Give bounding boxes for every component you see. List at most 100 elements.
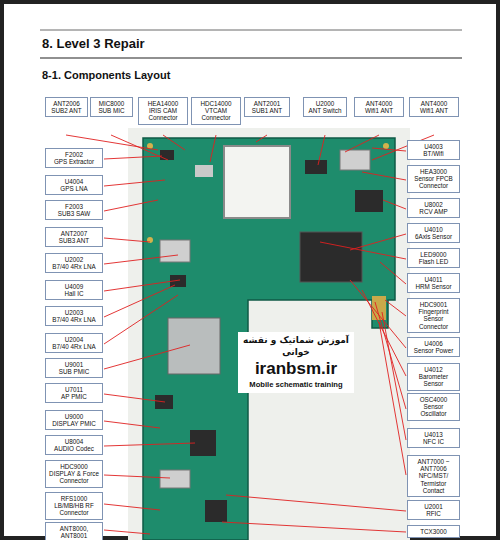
part-code: U2001: [410, 503, 457, 510]
leader-line: [104, 504, 160, 510]
part-code: U2004: [48, 336, 100, 343]
part-code: MIC8000: [93, 100, 130, 107]
part-code: OSC4000: [410, 396, 457, 403]
part-code: U4011: [410, 276, 457, 283]
part-code: ANT2001: [247, 100, 287, 107]
callout-box: ANT4000Wifi1 ANT: [354, 97, 404, 117]
shield: [160, 240, 190, 262]
part-code: U9000: [48, 413, 100, 420]
leader-line: [320, 242, 406, 259]
chip: [305, 160, 327, 174]
part-name: HRM Sensor: [410, 283, 457, 290]
part-code: ANT4000: [412, 100, 456, 107]
part-code: U4013: [410, 431, 457, 438]
leader-line: [362, 172, 406, 180]
section-heading: 8-1. Components Layout: [42, 69, 170, 81]
part-code: ANT2006: [48, 100, 85, 107]
part-code: U7011: [48, 386, 100, 393]
callout-box: U4006Sensor Power: [407, 337, 460, 357]
part-name: Sensor FPCB Connector: [410, 175, 457, 189]
callout-box: U2002B7/40 4Rx LNA: [45, 253, 103, 273]
chip: [300, 232, 362, 282]
leader-line: [104, 475, 170, 478]
callout-box: U2003B7/40 4Rx LNA: [45, 306, 103, 326]
part-name: Hall IC: [48, 290, 100, 297]
callout-box: HEA14000IRIS CAM Connector: [138, 97, 188, 125]
part-code: ANT2007: [48, 230, 100, 237]
callout-box: U4003BT/Wifi: [407, 140, 460, 160]
part-name: B7/40 4Rx LNA: [48, 263, 100, 270]
part-name: NFC/MST/ Termistor Contact: [410, 472, 457, 494]
part-code: U4003: [410, 143, 457, 150]
callout-box: ANT7000 ~ ANT7006NFC/MST/ Termistor Cont…: [407, 455, 460, 497]
part-code: U4004: [48, 178, 100, 185]
callout-box: ANT2007SUB3 ANT: [45, 227, 103, 247]
callout-box: TCX3000: [407, 525, 460, 538]
part-name: DISPLAY & Force Connector: [48, 470, 100, 484]
pcb-board: [143, 138, 395, 540]
callout-box: U4012Barometer Sensor: [407, 363, 460, 391]
leader-line: [385, 300, 406, 316]
callout-box: U8004AUDIO Codec: [45, 435, 103, 455]
part-name: GPS LNA: [48, 185, 100, 192]
part-name: B7/40 4Rx LNA: [48, 343, 100, 350]
part-name: Wifi1 ANT: [357, 107, 401, 114]
part-name: SUB1 ANT: [247, 107, 287, 114]
part-code: U2000: [306, 100, 344, 107]
callout-box: LED9000Flash LED: [407, 248, 460, 268]
part-name: SUB3 ANT: [48, 237, 100, 244]
part-name: Sensor Power: [410, 347, 457, 354]
part-code: U9001: [48, 361, 100, 368]
rule-line: [40, 57, 462, 58]
watermark-box: آموزش شماتیک و نقشه خوانیiranbsm.irMobil…: [238, 332, 354, 393]
callout-box: HEA3000Sensor FPCB Connector: [407, 165, 460, 193]
part-name: AUDIO Codec: [48, 445, 100, 452]
leader-line: [350, 280, 406, 348]
leader-line: [379, 322, 406, 475]
leader-line: [318, 135, 325, 165]
callout-box: ANT2001SUB1 ANT: [244, 97, 290, 117]
callout-box: HDC9000DISPLAY & Force Connector: [45, 460, 103, 488]
part-name: Flash LED: [410, 258, 457, 265]
part-code: U8002: [410, 201, 457, 208]
part-name: BT/Wifi: [410, 150, 457, 157]
callout-box: U9000DISPLAY PMIC: [45, 410, 103, 430]
part-name: 6Axis Sensor: [410, 233, 457, 240]
callout-box: U2000ANT Switch: [303, 97, 347, 117]
leader-line: [226, 495, 406, 511]
rule-line: [40, 30, 462, 31]
part-code: TCX3000: [410, 528, 457, 535]
leader-line: [104, 295, 178, 344]
chip: [160, 150, 174, 160]
leader-line: [104, 238, 150, 242]
callout-box: U4009Hall IC: [45, 280, 103, 300]
leader-line: [104, 421, 160, 428]
leader-line: [256, 135, 267, 142]
part-code: U2002: [48, 256, 100, 263]
leader-line: [104, 200, 158, 211]
part-name: NFC IC: [410, 438, 457, 445]
leader-line: [104, 156, 162, 159]
part-code: HEA14000: [141, 100, 185, 107]
leader-line: [104, 443, 195, 446]
connector: [195, 165, 213, 177]
leader-line: [345, 135, 379, 152]
leader-line: [210, 135, 216, 162]
part-name: GPS Extractor: [48, 158, 100, 165]
part-code: ANT7000 ~ ANT7006: [410, 458, 457, 472]
part-code: HDC9000: [48, 463, 100, 470]
part-code: U4010: [410, 226, 457, 233]
part-name: SUB2 ANT: [48, 107, 85, 114]
part-code: HDC14000: [194, 100, 238, 107]
part-name: Wifi1 ANT: [412, 107, 456, 114]
part-code: U4009: [48, 283, 100, 290]
leader-line: [104, 180, 165, 186]
part-code: U4006: [410, 340, 457, 347]
ap-chip: [168, 318, 220, 374]
part-name: IRIS CAM Connector: [141, 107, 185, 121]
callout-box: U9001SUB PMIC: [45, 358, 103, 378]
leader-lines: [66, 135, 434, 534]
leader-line: [222, 522, 406, 532]
callout-box: U7011AP PMIC: [45, 383, 103, 403]
